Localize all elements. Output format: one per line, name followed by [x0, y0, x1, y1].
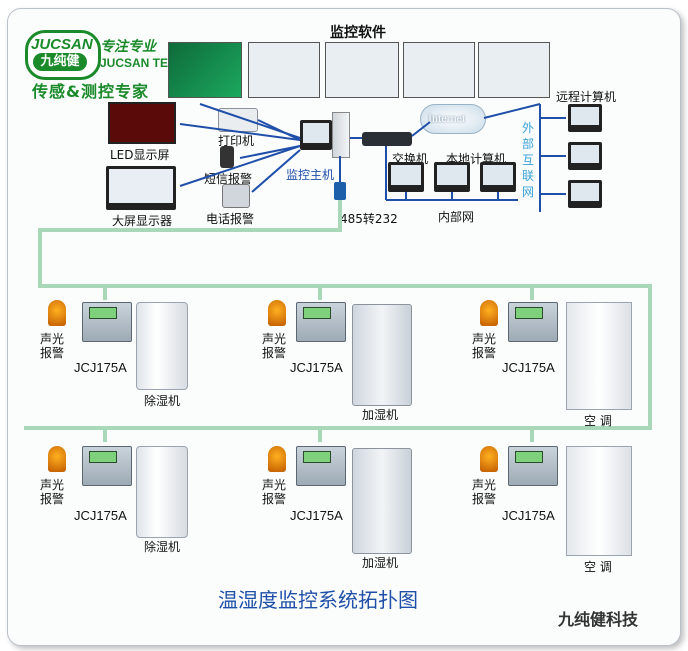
alarm-label-bottom: 报警: [40, 492, 65, 506]
alarm-label-bottom: 报警: [472, 346, 497, 360]
alarm-label-bottom: 报警: [472, 492, 497, 506]
alarm-label-top: 声光: [472, 478, 497, 492]
humidifier-label: 加湿机: [362, 408, 399, 422]
host-label: 监控主机: [286, 168, 335, 182]
brand-name-cn: 九纯健: [33, 53, 87, 71]
controller-icon: [508, 302, 558, 342]
dehumidifier-icon: [136, 302, 188, 390]
aircon-icon: [566, 446, 632, 556]
alarm-light-icon: [480, 300, 498, 326]
sms-label: 短信报警: [204, 172, 253, 186]
humidifier-label: 加湿机: [362, 556, 399, 570]
external-net-label: 外部互联网: [522, 121, 535, 199]
brand-tagline: 传感&测控专家: [32, 82, 149, 101]
alarm-label-top: 声光: [472, 332, 497, 346]
aircon-label: 空 调: [584, 414, 612, 428]
controller-icon: [508, 446, 558, 486]
remote-pc-label: 远程计算机: [556, 90, 617, 104]
brand-logo: JUCSAN 九纯健: [25, 30, 101, 80]
brand-slogan: 专注专业: [100, 39, 156, 55]
alarm-label-bottom: 报警: [262, 492, 287, 506]
humidifier-icon: [352, 304, 412, 406]
local-pc-2-icon: [434, 162, 470, 192]
alarm-light-icon: [48, 446, 66, 472]
controller-icon: [296, 446, 346, 486]
switch-icon: [362, 132, 412, 146]
big-screen-label: 大屏显示器: [112, 214, 173, 228]
software-screen-3: [325, 42, 399, 98]
controller-model: JCJ175A: [290, 360, 343, 375]
led-display-icon: [108, 102, 176, 144]
software-screen-4: [403, 42, 475, 98]
software-screen-2: [248, 42, 320, 98]
alarm-light-icon: [268, 446, 286, 472]
controller-icon: [82, 302, 132, 342]
host-monitor-icon: [300, 120, 332, 150]
diagram-title: 温湿度监控系统拓扑图: [218, 588, 418, 612]
dehumidifier-label: 除湿机: [144, 394, 181, 408]
printer-label: 打印机: [218, 134, 255, 148]
dehumidifier-label: 除湿机: [144, 540, 181, 554]
local-pc-3-icon: [480, 162, 516, 192]
converter-label: 485转232: [340, 212, 398, 226]
lan-label: 内部网: [438, 210, 475, 224]
software-screen-5: [478, 42, 550, 98]
aircon-icon: [566, 302, 632, 410]
controller-model: JCJ175A: [502, 360, 555, 375]
alarm-label-bottom: 报警: [40, 346, 65, 360]
led-label: LED显示屏: [110, 148, 170, 162]
controller-model: JCJ175A: [74, 360, 127, 375]
software-label: 监控软件: [330, 25, 386, 41]
humidifier-icon: [352, 448, 412, 554]
dehumidifier-icon: [136, 446, 188, 538]
aircon-label: 空 调: [584, 560, 612, 574]
company-name: 九纯健科技: [558, 610, 639, 629]
phone-label: 电话报警: [206, 212, 255, 226]
controller-model: JCJ175A: [502, 508, 555, 523]
converter-icon: [334, 182, 346, 200]
controller-icon: [296, 302, 346, 342]
software-screen-1: [168, 42, 242, 98]
internet-label: Internet: [428, 111, 466, 125]
rs485-bus: [24, 200, 652, 442]
alarm-label-top: 声光: [40, 332, 65, 346]
alarm-label-top: 声光: [262, 332, 287, 346]
remote-pc-1-icon: [568, 104, 602, 132]
sms-phone-icon: [220, 146, 234, 168]
desk-phone-icon: [222, 184, 250, 208]
controller-icon: [82, 446, 132, 486]
alarm-light-icon: [48, 300, 66, 326]
network-links: [179, 103, 566, 212]
remote-pc-3-icon: [568, 180, 602, 208]
alarm-label-top: 声光: [40, 478, 65, 492]
cloud-icon: [420, 104, 486, 134]
alarm-label-bottom: 报警: [262, 346, 287, 360]
alarm-light-icon: [480, 446, 498, 472]
remote-pc-2-icon: [568, 142, 602, 170]
brand-tech: JUCSAN TECH: [100, 56, 186, 70]
brand-name-en: JUCSAN: [31, 36, 93, 53]
alarm-label-top: 声光: [262, 478, 287, 492]
controller-model: JCJ175A: [290, 508, 343, 523]
controller-model: JCJ175A: [74, 508, 127, 523]
alarm-light-icon: [268, 300, 286, 326]
big-screen-icon: [106, 166, 176, 210]
local-pc-1-icon: [388, 162, 424, 192]
